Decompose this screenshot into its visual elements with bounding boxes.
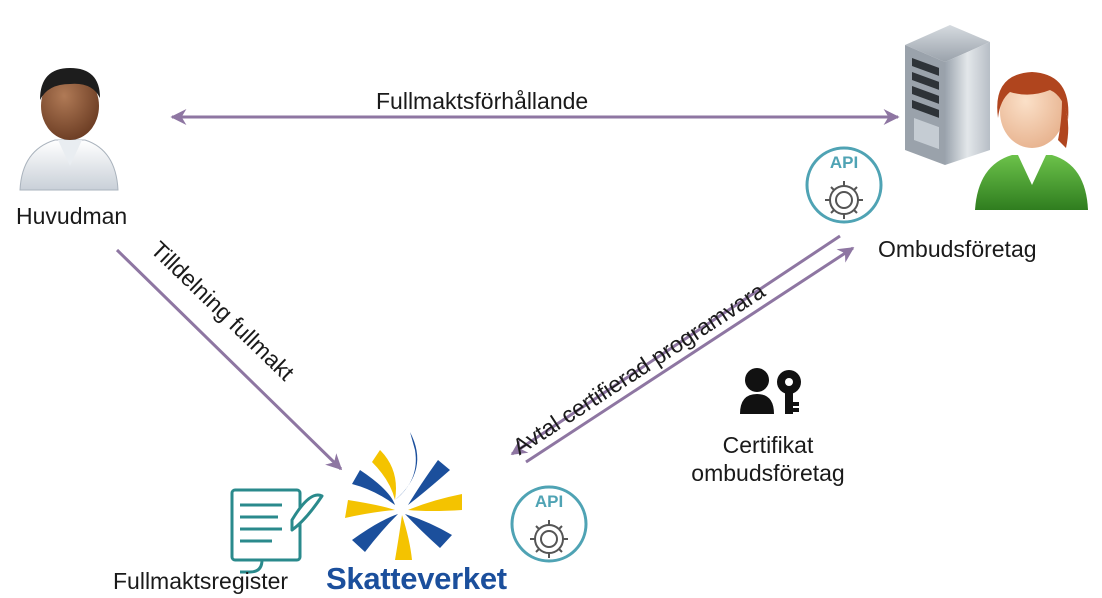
api-badge-top: API: [805, 146, 883, 224]
grant-arrow: [115, 248, 343, 471]
agreement-arrow-up: [525, 246, 855, 464]
skatteverket-brand: Skatteverket: [326, 561, 507, 596]
relationship-label: Fullmaktsförhållande: [376, 88, 589, 114]
person-key-icon: [740, 368, 801, 414]
principal-person-icon: [19, 68, 119, 191]
register-label: Fullmaktsregister: [113, 568, 289, 594]
agreement-arrow-down: [510, 234, 841, 456]
agent-company-label: Ombudsföretag: [878, 236, 1037, 262]
server-icon: [905, 25, 990, 165]
certificate-label-line1: Certifikat: [722, 432, 814, 458]
api-badge-top-text: API: [830, 153, 858, 172]
gear-icon: [530, 520, 568, 558]
gear-icon: [825, 181, 863, 219]
principal-label: Huvudman: [16, 203, 128, 229]
register-scroll-icon: [230, 488, 324, 574]
certificate-label: Certifikat ombudsföretag: [676, 432, 860, 487]
agent-person-icon: [975, 72, 1088, 210]
certificate-label-line2: ombudsföretag: [691, 459, 845, 486]
api-badge-bottom-text: API: [535, 492, 563, 511]
api-badge-bottom: API: [510, 485, 588, 563]
skatteverket-logo-icon: [345, 432, 462, 560]
